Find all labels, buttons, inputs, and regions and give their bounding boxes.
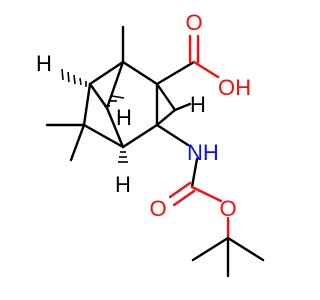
hash-bond-c7-h — [118, 151, 128, 163]
bond-tbu-methyl-left — [191, 236, 230, 262]
bond-c7-c3 — [121, 123, 159, 149]
atom-acid-carbonyl-o: O — [185, 10, 202, 35]
bond-c3-c8 — [155, 108, 177, 127]
atom-h-bridge-right: H — [190, 92, 206, 117]
atom-carbamate-ether-o: O — [219, 196, 236, 221]
bond-carbamate-c-o-double-2 — [172, 189, 196, 207]
atom-h-upper-left: H — [36, 51, 52, 76]
bond-tbu-methyl-right — [226, 236, 265, 262]
hash-bond-c5-h — [61, 68, 87, 87]
bond-carbamate-c-o-double-1 — [168, 181, 192, 199]
bond-c5-c4 — [88, 82, 109, 110]
bond-c2-c8 — [155, 82, 177, 112]
bond-c6-methyl-b — [69, 123, 86, 162]
bond-c7-c4 — [105, 106, 125, 149]
bond-c6-c7 — [82, 123, 125, 149]
bond-c8-h — [173, 102, 192, 112]
bond-n-carbamate-c — [190, 157, 199, 189]
atom-h-bridge-center: H — [116, 105, 132, 130]
atom-acid-oh: OH — [218, 75, 251, 100]
bond-c1-c5 — [88, 60, 125, 86]
bond-acid-c-oh — [192, 60, 220, 79]
bond-c5-c6 — [82, 82, 92, 127]
structure-canvas: H H H H O OH NH O O — [36, 10, 265, 278]
bond-c1-c2 — [121, 60, 159, 86]
bond-c2-carboxyl — [155, 60, 196, 86]
hash-bond-c4-h — [104, 95, 125, 107]
bond-carbamate-c-o-ether — [190, 185, 223, 203]
atom-carbamate-carbonyl-o: O — [149, 196, 166, 221]
atom-h-lower: H — [115, 172, 131, 197]
molecule-structure: H H H H O OH NH O O — [36, 10, 265, 278]
bond-c3-n — [155, 123, 190, 147]
atom-amide-nh: NH — [187, 140, 219, 165]
